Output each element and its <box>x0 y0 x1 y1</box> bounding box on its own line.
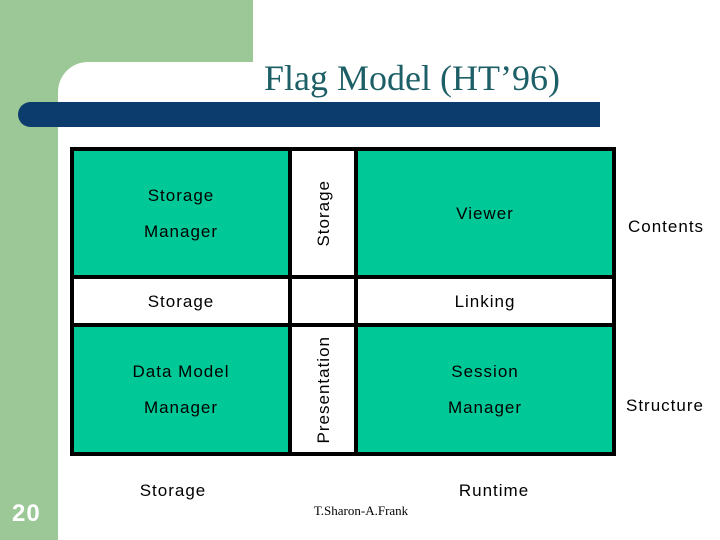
cell-session-manager-line2: Manager <box>447 398 523 417</box>
label-storage-bottom: Storage <box>139 481 207 500</box>
cell-viewer: Viewer <box>358 151 612 275</box>
cell-data-model-manager: Data Model Manager <box>74 327 288 452</box>
cell-storage-row-label: Storage <box>147 291 215 311</box>
cell-storage-manager-line2: Manager <box>143 221 219 241</box>
cell-data-model-manager-line2: Manager <box>143 398 219 417</box>
cell-presentation-vertical: Presentation <box>292 327 354 452</box>
label-contents: Contents <box>628 217 705 236</box>
cell-viewer-label: Viewer <box>456 203 514 223</box>
label-runtime: Runtime <box>458 481 530 500</box>
cell-presentation-vertical-label: Presentation <box>313 335 333 444</box>
cell-storage-vertical: Storage <box>292 151 354 275</box>
cell-storage-manager: Storage Manager <box>74 151 288 275</box>
cell-empty-center <box>292 279 354 323</box>
cell-linking-label: Linking <box>454 291 516 311</box>
title-underline-bar <box>18 102 600 127</box>
slide-title: Flag Model (HT’96) <box>264 58 560 98</box>
label-structure: Structure <box>626 396 704 415</box>
cell-linking: Linking <box>358 279 612 323</box>
cell-storage-manager-line1: Storage <box>147 185 215 205</box>
footer-author: T.Sharon-A.Frank <box>313 503 409 518</box>
cell-data-model-manager-line1: Data Model <box>132 362 230 381</box>
cell-session-manager: Session Manager <box>358 327 612 452</box>
flag-model-grid: Storage Manager Storage Viewer Storage L… <box>70 147 616 456</box>
cell-storage-row: Storage <box>74 279 288 323</box>
cell-storage-vertical-label: Storage <box>313 179 333 247</box>
cell-session-manager-line1: Session <box>451 362 519 381</box>
page-number: 20 <box>12 500 41 527</box>
